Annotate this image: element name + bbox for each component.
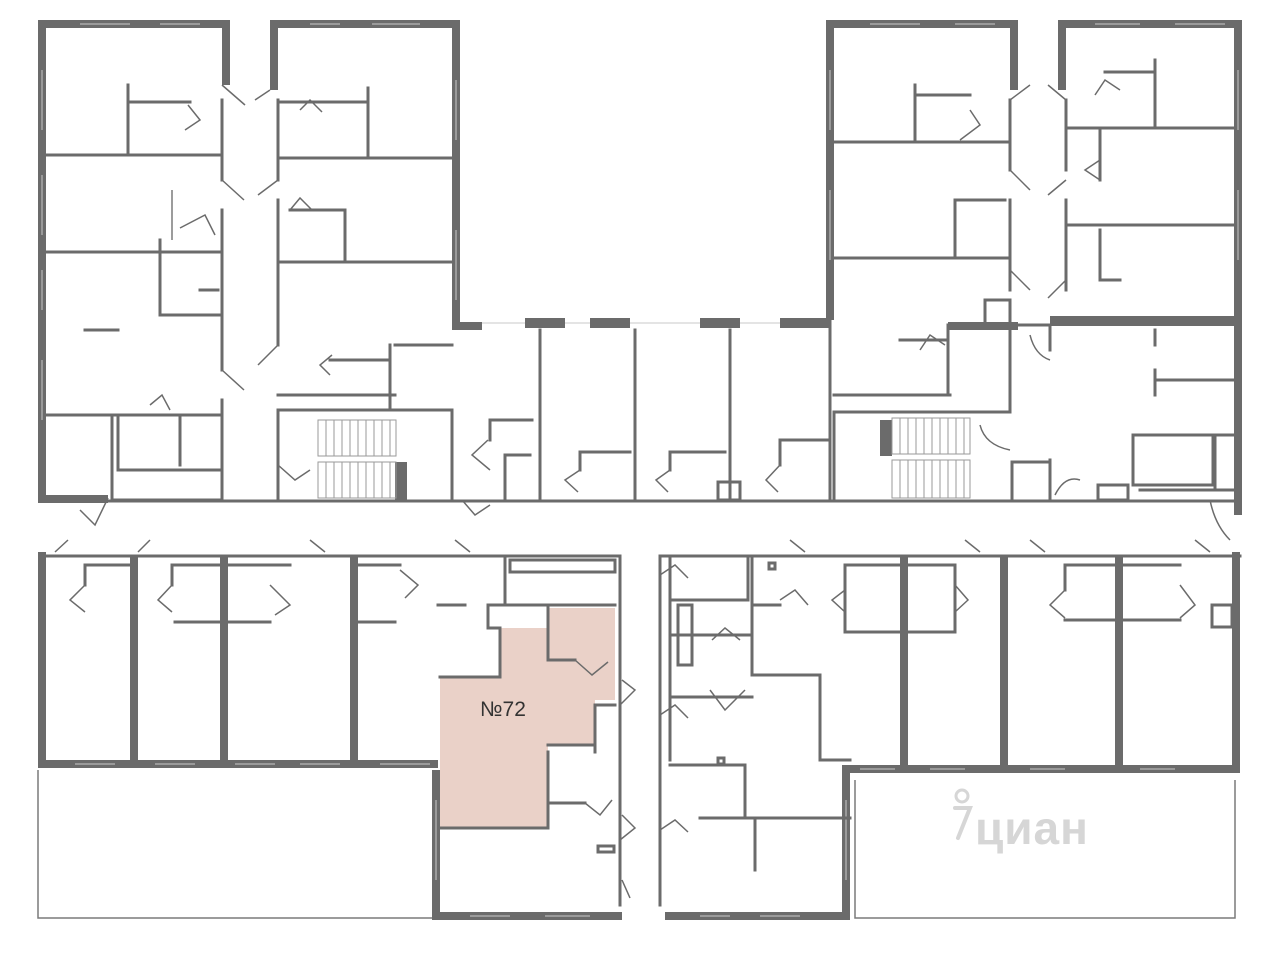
- top-middle-block: [393, 318, 832, 516]
- top-right-wing: [826, 20, 1242, 541]
- cian-logo-icon: [953, 788, 973, 840]
- apartment-72-area[interactable]: [440, 608, 615, 828]
- bottom-right-units: [659, 539, 1240, 920]
- watermark-text: циан: [975, 802, 1089, 854]
- apartment-72-walls: [432, 606, 637, 920]
- stairwell-right: [832, 410, 971, 502]
- stairwell-left: [276, 408, 454, 502]
- top-left-wing: [38, 20, 460, 527]
- apartment-number-label: №72: [480, 698, 526, 721]
- corridor-walls: [42, 499, 1242, 907]
- cian-watermark: циан: [953, 788, 1089, 854]
- bottom-left-units: [38, 539, 617, 768]
- terrace-outlines: [37, 770, 1236, 919]
